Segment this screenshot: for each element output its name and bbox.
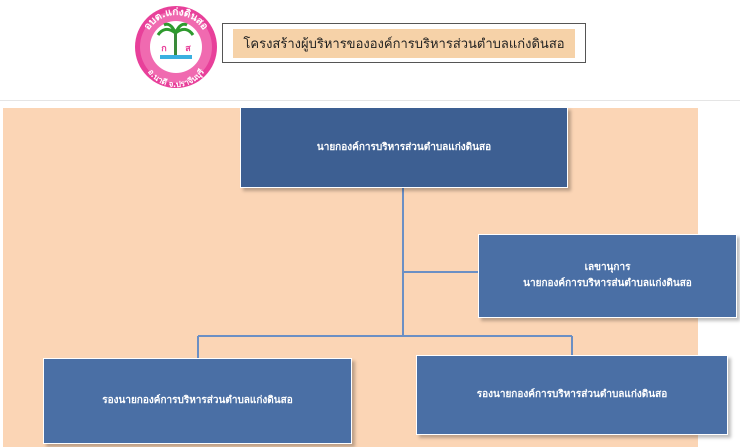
chief-executive-box: นายกองค์การบริหารส่วนตำบลแก่งดินสอ: [240, 107, 568, 188]
chief-executive-label: นายกองค์การบริหารส่วนตำบลแก่งดินสอ: [316, 141, 492, 153]
secretary-label-line1: เลขานุการ: [584, 262, 631, 273]
secretary-box: เลขานุการ นายกองค์การบริหารส่นตำบลแก่งดิ…: [478, 234, 737, 318]
page-title: โครงสร้างผู้บริหารขององค์การบริหารส่วนตำ…: [233, 28, 575, 58]
organization-logo: อบต.แก่งดินสอ อ.นาดี จ.ปราจีนบุรี ก ส: [135, 6, 217, 89]
deputy-left-box: รองนายกองค์การบริหารส่วนตำบลแก่งดินสอ: [43, 358, 352, 444]
palm-tree-icon: [174, 33, 177, 55]
water-icon: [160, 55, 192, 59]
header-divider: [0, 100, 740, 101]
secretary-label-line2: นายกองค์การบริหารส่นตำบลแก่งดินสอ: [523, 278, 692, 289]
title-box: โครงสร้างผู้บริหารขององค์การบริหารส่วนตำ…: [222, 23, 586, 63]
deputy-right-box: รองนายกองค์การบริหารส่วนตำบลแก่งดินสอ: [416, 355, 728, 435]
logo-initial-right: ส: [185, 44, 191, 54]
deputy-right-label: รองนายกองค์การบริหารส่วนตำบลแก่งดินสอ: [476, 389, 668, 400]
logo-initial-left: ก: [161, 44, 166, 54]
deputy-left-label: รองนายกองค์การบริหารส่วนตำบลแก่งดินสอ: [102, 395, 293, 406]
